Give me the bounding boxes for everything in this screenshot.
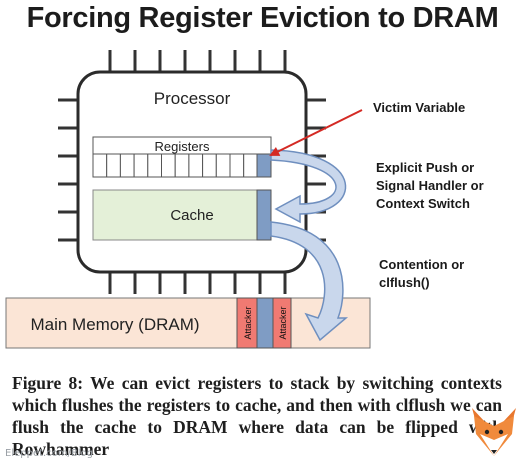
attacker-label-2: Attacker: [278, 306, 288, 339]
registers-label: Registers: [155, 139, 210, 154]
register-cells: [92, 153, 258, 178]
explicit-push-line-1: Explicit Push or: [376, 160, 474, 175]
victim-register-cell: [256, 153, 272, 178]
victim-cache-line: [256, 189, 272, 241]
chip-pins: [58, 50, 326, 294]
explicit-push-line-2: Signal Handler or: [376, 178, 484, 193]
processor-label: Processor: [154, 89, 231, 108]
attacker-label-1: Attacker: [243, 306, 253, 339]
eviction-diagram: Processor Registers Cache Main Memory (D…: [5, 50, 484, 349]
main-memory-label: Main Memory (DRAM): [30, 315, 199, 334]
attacker-row-2: [272, 297, 292, 349]
contention-line-1: Contention or: [379, 257, 464, 272]
slide-title: Forcing Register Eviction to DRAM: [26, 2, 499, 34]
contention-line-2: clflush(): [379, 275, 430, 290]
cache-block: [92, 189, 258, 241]
arrow-register-to-cache: [270, 149, 347, 224]
fox-logo-icon: [472, 408, 516, 456]
watermark-text: Eleppet.com/Blog: [5, 448, 94, 459]
explicit-push-line-3: Context Switch: [376, 196, 470, 211]
arrow-cache-to-memory: [270, 221, 349, 342]
figure-caption: Figure 8: We can evict registers to stac…: [12, 373, 502, 459]
main-memory-block: [5, 297, 371, 349]
cache-label: Cache: [170, 207, 213, 224]
victim-memory-row: [256, 297, 274, 349]
victim-variable-arrow: [269, 109, 363, 156]
victim-variable-label: Victim Variable: [373, 100, 465, 115]
